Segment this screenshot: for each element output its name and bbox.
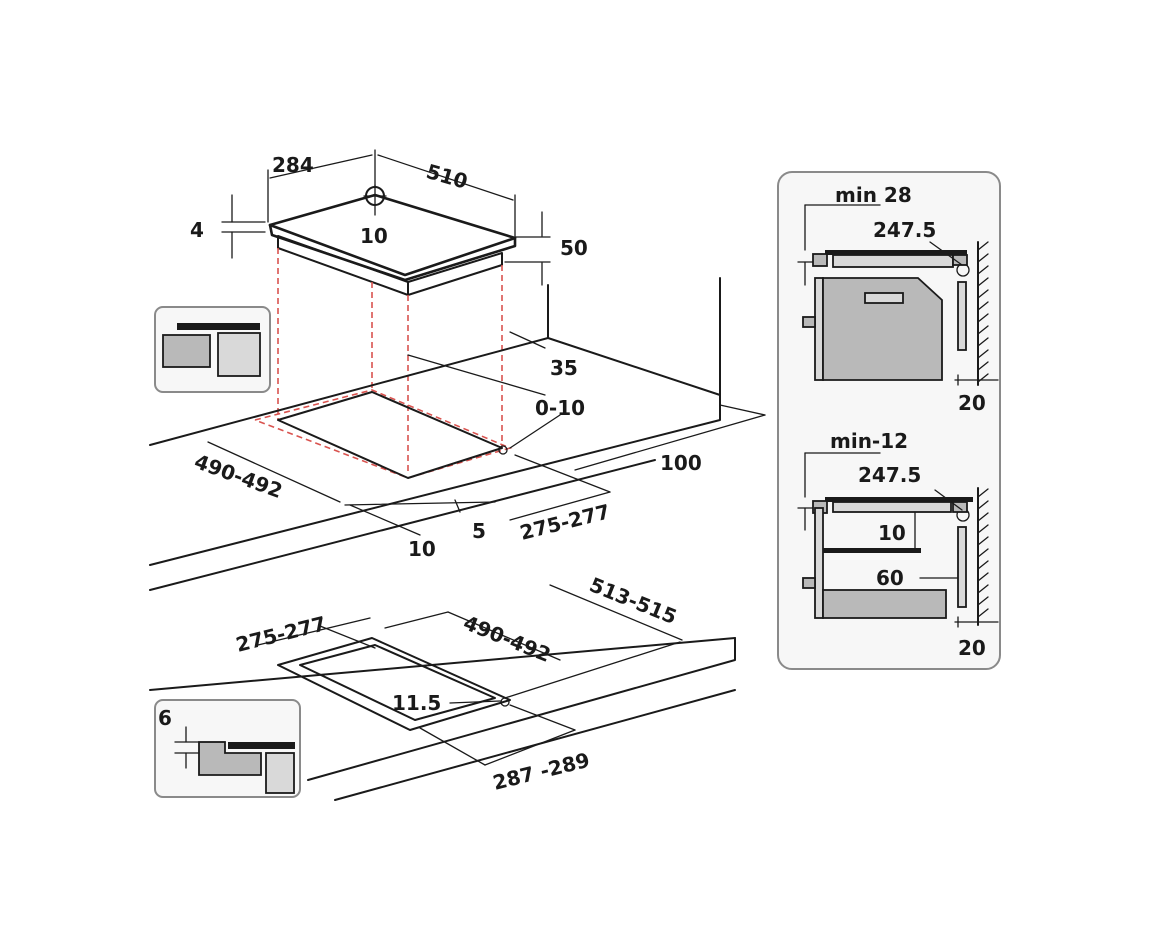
dim-247-top: 247.5 <box>873 218 936 242</box>
dim-shelf-depth: 60 <box>876 566 904 590</box>
dim-shelf-gap: 10 <box>878 521 906 545</box>
worktop-lower <box>149 584 736 801</box>
dim-tolerance: 0-10 <box>535 396 585 420</box>
hob-top-view <box>221 149 551 296</box>
dim-outer-width: 287 -289 <box>490 748 592 795</box>
dim-cutout-depth: 490-492 <box>191 449 285 503</box>
dim-outer-depth: 513-515 <box>586 572 680 629</box>
inset-flush <box>154 699 301 798</box>
dim-inner-width: 275-277 <box>233 611 328 656</box>
dim-width-left: 284 <box>272 153 314 177</box>
section-drawer <box>797 452 999 628</box>
section-oven <box>797 204 999 386</box>
dim-left-offset: 10 <box>408 537 436 561</box>
dim-front-offset: 100 <box>660 451 702 475</box>
dim-glass-thickness: 4 <box>190 218 204 242</box>
dim-edge-gap: 35 <box>550 356 578 380</box>
dim-wall-gap-top: 20 <box>958 391 986 415</box>
dim-clearance-bottom: min-12 <box>830 429 908 453</box>
dim-width-right: 510 <box>424 159 471 194</box>
dim-cutout-width: 275-277 <box>517 499 612 544</box>
dim-clearance-top: min 28 <box>835 183 912 207</box>
dim-wall-gap-bottom: 20 <box>958 636 986 660</box>
worktop-upper <box>149 277 766 591</box>
projection-lines <box>254 248 513 479</box>
dim-height: 50 <box>560 236 588 260</box>
dim-247-bottom: 247.5 <box>858 463 921 487</box>
dim-corner-hole: 10 <box>360 224 388 248</box>
dim-rebate: 6 <box>158 706 172 730</box>
dim-small-gap: 5 <box>472 519 486 543</box>
dim-corner: 11.5 <box>392 691 441 715</box>
inset-standard <box>154 306 271 393</box>
